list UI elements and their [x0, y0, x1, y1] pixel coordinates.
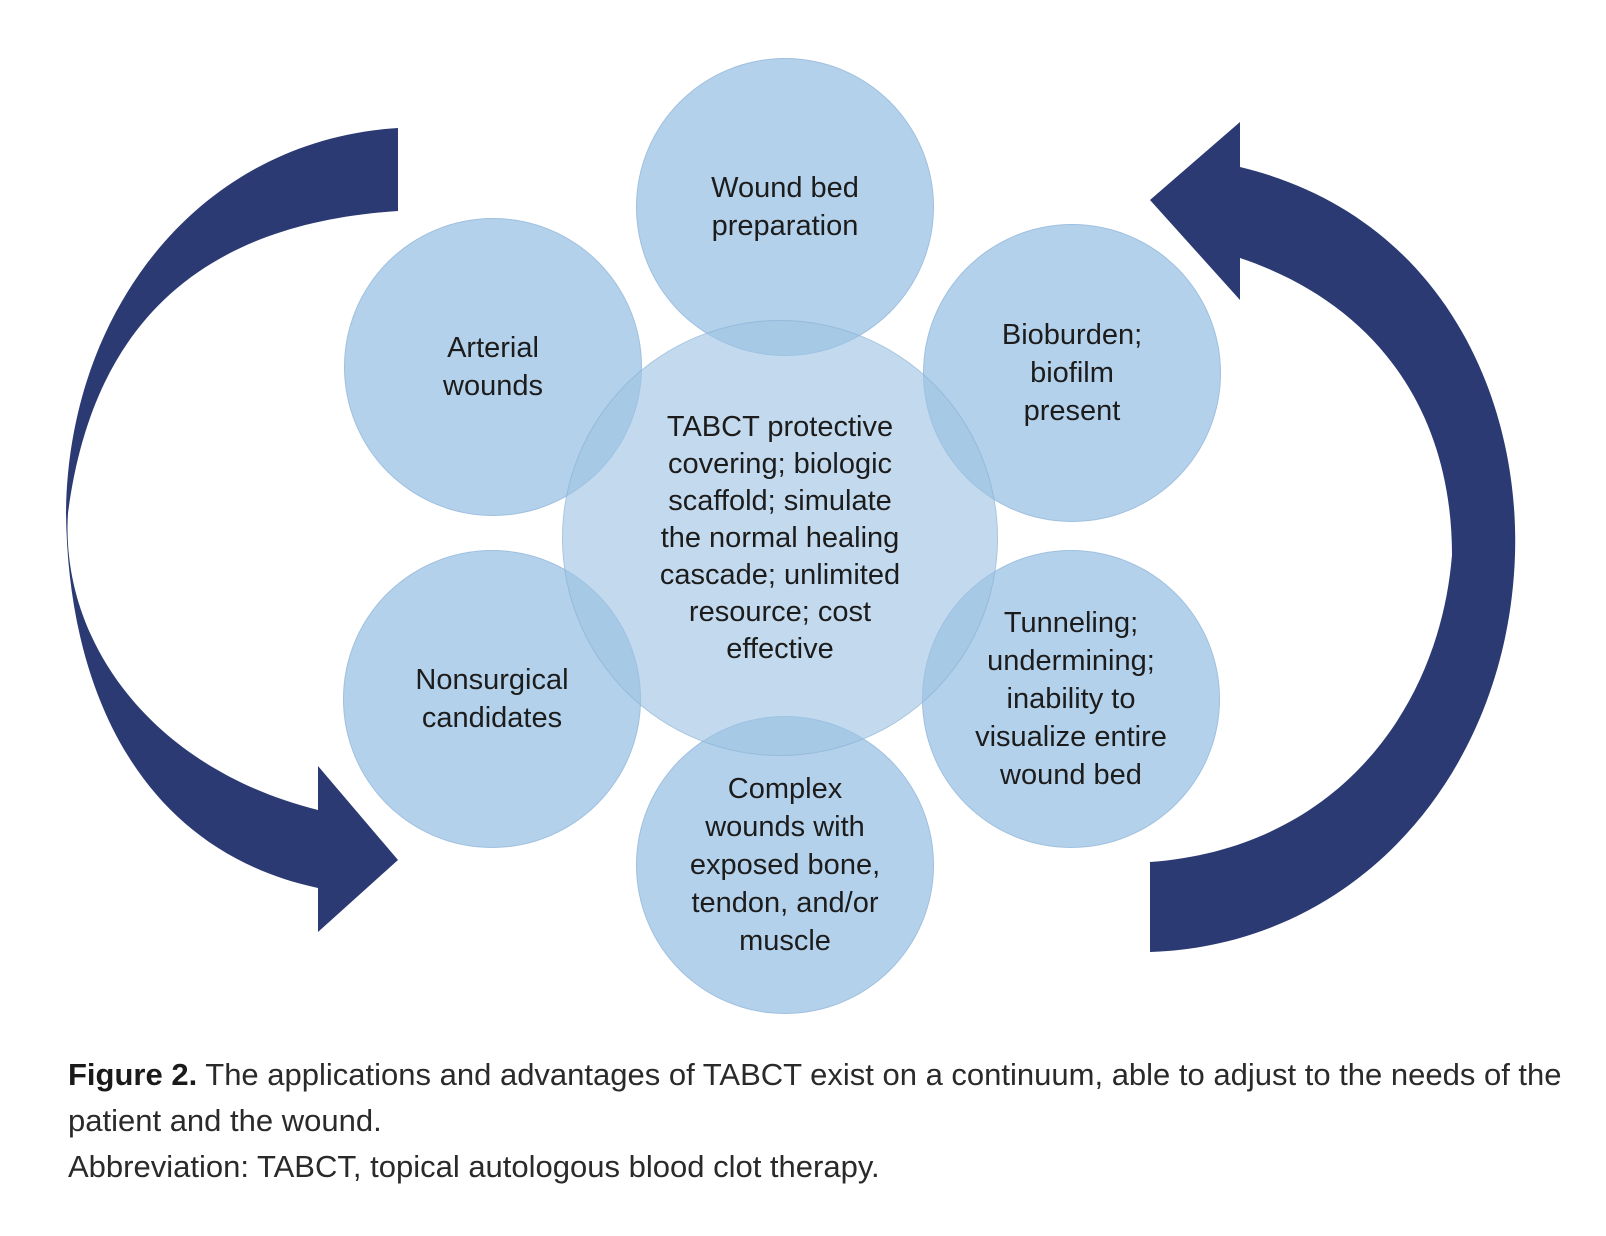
figure-caption: Figure 2. The applications and advantage…	[68, 1052, 1588, 1190]
circle-center-label: TABCT protective covering; biologic scaf…	[659, 410, 901, 665]
circle-bottom: Complex wounds with exposed bone, tendon…	[636, 716, 934, 1014]
caption-main: Figure 2. The applications and advantage…	[68, 1052, 1588, 1144]
circle-lower-right-label: Tunneling; undermining; inability to vis…	[975, 607, 1167, 791]
circle-bottom-label: Complex wounds with exposed bone, tendon…	[689, 773, 881, 957]
circle-lower-left-label: Nonsurgical candidates	[415, 664, 569, 734]
caption-figure-label: Figure 2.	[68, 1057, 198, 1092]
circle-top-label: Wound bed preparation	[711, 172, 859, 242]
circle-center: TABCT protective covering; biologic scaf…	[562, 320, 998, 756]
caption-abbreviation: Abbreviation: TABCT, topical autologous …	[68, 1149, 880, 1184]
circle-lower-right: Tunneling; undermining; inability to vis…	[922, 550, 1220, 848]
right-curved-arrow-icon	[1150, 122, 1516, 952]
left-curved-arrow-icon	[66, 128, 398, 932]
arrows-layer	[66, 122, 1516, 952]
caption-text: The applications and advantages of TABCT…	[68, 1057, 1562, 1138]
diagram: Wound bed preparation Arterial wounds Bi…	[66, 58, 1516, 1014]
circle-upper-right-label: Bioburden; biofilm present	[1001, 319, 1143, 427]
circle-upper-left-label: Arterial wounds	[443, 332, 543, 402]
circle-top: Wound bed preparation	[636, 58, 934, 356]
